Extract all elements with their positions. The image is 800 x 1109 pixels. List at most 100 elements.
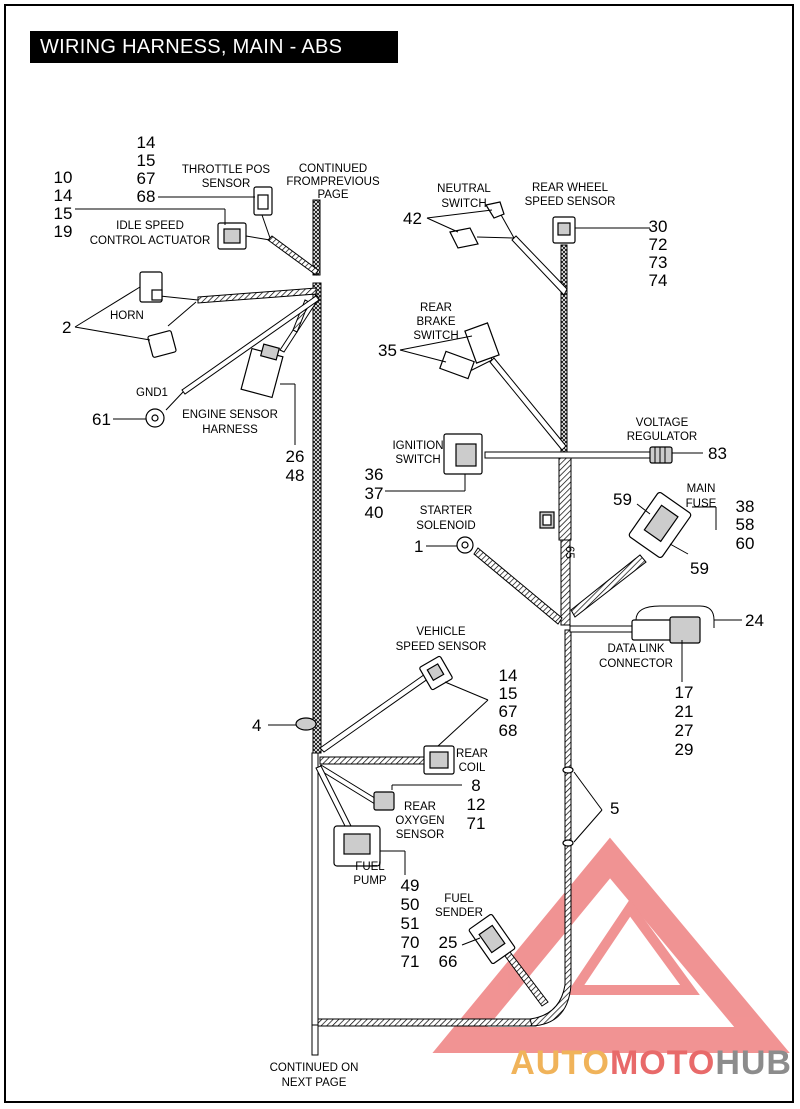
svg-text:15: 15 (54, 204, 73, 223)
upper-right-branches (467, 212, 651, 633)
callout-neutral: 42 (403, 209, 422, 228)
svg-text:66: 66 (439, 952, 458, 971)
svg-text:14: 14 (54, 186, 73, 205)
bottom-harness-run (317, 629, 572, 1027)
callout-idle: 10 14 15 19 (54, 168, 73, 241)
svg-text:REAR WHEEL: REAR WHEEL (532, 182, 609, 194)
svg-text:67: 67 (499, 702, 518, 721)
svg-text:ENGINE SENSOR: ENGINE SENSOR (182, 409, 278, 421)
idle-speed-label: IDLE SPEED CONTROL ACTUATOR (90, 220, 211, 247)
upper-left-branches (159, 214, 320, 411)
svg-text:REGULATOR: REGULATOR (627, 431, 698, 443)
callout-fuse-bottom: 59 (690, 559, 709, 578)
cable-ties (562, 766, 574, 847)
svg-text:VOLTAGE: VOLTAGE (636, 417, 689, 429)
diagram-frame (4, 4, 794, 1103)
watermark-part-auto: AUTO (510, 1044, 610, 1082)
svg-text:12: 12 (467, 795, 486, 814)
svg-text:SPEED SENSOR: SPEED SENSOR (525, 196, 616, 208)
starter-solenoid-terminal (456, 536, 474, 554)
svg-text:71: 71 (467, 814, 486, 833)
callout-clip: 4 (252, 716, 261, 735)
voltage-regulator-label: VOLTAGE REGULATOR (627, 417, 698, 443)
svg-text:REAR: REAR (456, 748, 488, 760)
engine-sensor-harness-label: ENGINE SENSOR HARNESS (182, 409, 278, 436)
svg-text:10: 10 (54, 168, 73, 187)
throttle-pos-sensor-label: THROTTLE POS SENSOR (182, 164, 271, 190)
callout-data-link: 17 21 27 29 (675, 683, 694, 759)
svg-text:HARNESS: HARNESS (202, 424, 258, 436)
svg-text:40: 40 (365, 503, 384, 522)
watermark-text: AUTOMOTOHUB (510, 1044, 792, 1083)
diagram-title: WIRING HARNESS, MAIN - ABS (30, 31, 398, 63)
svg-text:14: 14 (499, 666, 518, 685)
continued-from-label: CONTINUED FROMPREVIOUS PAGE (286, 163, 380, 201)
horn-label: HORN (110, 310, 144, 322)
callout-main-fuse: 38 58 60 (736, 497, 755, 553)
svg-text:DATA LINK: DATA LINK (607, 643, 664, 655)
svg-text:36: 36 (365, 465, 384, 484)
callout-starter: 1 (414, 537, 423, 556)
horn-connector-upper (139, 271, 163, 303)
wiring-clip (295, 717, 317, 731)
neutral-switch-label: NEUTRAL SWITCH (437, 183, 491, 210)
svg-text:14: 14 (137, 133, 156, 152)
svg-text:NEUTRAL: NEUTRAL (437, 183, 491, 195)
svg-text:17: 17 (675, 683, 694, 702)
svg-text:49: 49 (401, 876, 420, 895)
callout-tie: 5 (610, 799, 619, 818)
svg-text:MAIN: MAIN (687, 483, 716, 495)
svg-text:SOLENOID: SOLENOID (416, 520, 475, 532)
rear-brake-switch-label: REAR BRAKE SWITCH (413, 302, 458, 342)
watermark-part-moto: MOTO (609, 1044, 716, 1082)
rear-coil-connector (423, 745, 455, 775)
svg-text:48: 48 (286, 466, 305, 485)
fuel-sender-connector (468, 913, 549, 1007)
svg-text:OXYGEN: OXYGEN (395, 815, 444, 827)
svg-text:PUMP: PUMP (353, 875, 387, 887)
svg-text:SWITCH: SWITCH (441, 198, 486, 210)
svg-text:8: 8 (471, 776, 480, 795)
main-trunk-right: 65 (558, 244, 575, 626)
svg-text:21: 21 (675, 702, 694, 721)
vehicle-speed-sensor-connector (419, 655, 453, 691)
svg-text:CONTROL ACTUATOR: CONTROL ACTUATOR (90, 235, 211, 247)
svg-text:SENSOR: SENSOR (396, 829, 445, 841)
svg-text:38: 38 (736, 497, 755, 516)
rear-brake-switch-connectors (439, 322, 500, 380)
svg-text:SENSOR: SENSOR (202, 178, 251, 190)
svg-text:PAGE: PAGE (317, 189, 348, 201)
rear-coil-label: REAR COIL (456, 748, 488, 774)
svg-text:67: 67 (137, 169, 156, 188)
svg-text:CONNECTOR: CONNECTOR (599, 658, 673, 670)
callout-horn: 2 (62, 318, 71, 337)
callout-rear-wheel: 30 72 73 74 (649, 217, 668, 290)
callout-oxygen: 8 12 71 (467, 776, 486, 833)
rear-wheel-speed-sensor-connector (552, 216, 576, 244)
watermark-part-hub: HUB (715, 1044, 792, 1082)
neutral-switch-connector (449, 201, 505, 249)
svg-text:NEXT PAGE: NEXT PAGE (282, 1077, 347, 1089)
svg-text:SPEED SENSOR: SPEED SENSOR (396, 641, 487, 653)
svg-text:27: 27 (675, 721, 694, 740)
svg-text:STARTER: STARTER (420, 505, 473, 517)
continued-on-label: CONTINUED ON NEXT PAGE (270, 1062, 359, 1089)
svg-text:FUEL: FUEL (355, 861, 385, 873)
callout-gnd: 61 (92, 410, 111, 429)
callout-brake: 35 (378, 341, 397, 360)
svg-text:REAR: REAR (420, 302, 452, 314)
svg-text:15: 15 (499, 684, 518, 703)
svg-text:VEHICLE: VEHICLE (416, 626, 466, 638)
svg-text:60: 60 (736, 534, 755, 553)
starter-solenoid-label: STARTER SOLENOID (416, 505, 475, 532)
svg-text:58: 58 (736, 515, 755, 534)
gnd1-ring-terminal (145, 408, 165, 428)
svg-text:50: 50 (401, 895, 420, 914)
rear-oxygen-sensor-connector (373, 791, 395, 811)
callout-data-link-top: 24 (745, 611, 764, 630)
fuel-pump-label: FUEL PUMP (353, 861, 387, 887)
harness-junction-blob (539, 511, 555, 529)
callout-engine-sensor: 26 48 (286, 447, 305, 485)
svg-text:51: 51 (401, 914, 420, 933)
